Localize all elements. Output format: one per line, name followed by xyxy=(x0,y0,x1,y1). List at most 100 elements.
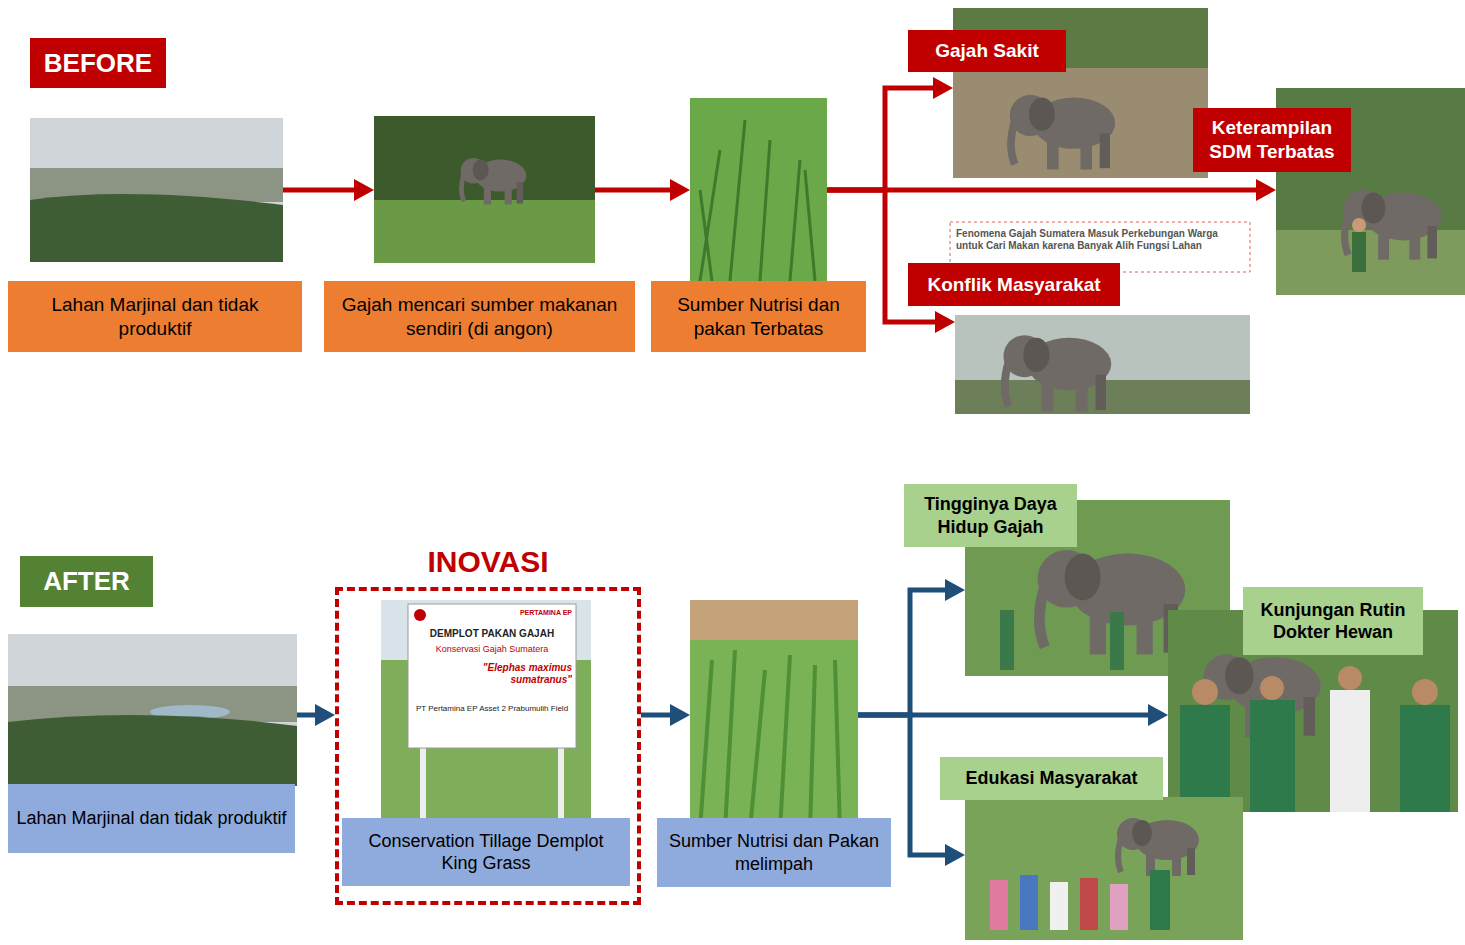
grass xyxy=(374,200,595,263)
landscape-photo xyxy=(8,634,297,786)
step-text: Edukasi Masyarakat xyxy=(965,767,1137,790)
person-head xyxy=(1352,218,1366,232)
elephant-closeup-photo xyxy=(955,315,1250,414)
forest xyxy=(30,194,283,262)
outcome-step: Kunjungan Rutin Dokter Hewan xyxy=(1168,610,1458,812)
caption-box: Konflik Masyarakat xyxy=(908,263,1120,306)
step-text: Kunjungan Rutin Dokter Hewan xyxy=(1251,599,1415,644)
step-text: Keterampilan SDM Terbatas xyxy=(1201,116,1343,164)
child xyxy=(990,880,1008,930)
caption-box: Gajah Sakit xyxy=(908,30,1066,72)
step-text: Lahan Marjinal dan tidak produktif xyxy=(16,807,286,830)
flow-arrow xyxy=(827,188,1258,193)
soil xyxy=(690,600,858,640)
impact-step: Keterampilan SDM Terbatas xyxy=(1276,88,1465,295)
child xyxy=(1110,884,1128,930)
person xyxy=(1110,612,1124,670)
person xyxy=(1352,232,1366,272)
sign-board xyxy=(408,604,576,748)
process-step: Lahan Marjinal dan tidak produktif xyxy=(8,634,297,786)
flow-arrow xyxy=(283,188,356,193)
keeper xyxy=(1150,870,1170,930)
step-text: Sumber Nutrisi dan pakan Terbatas xyxy=(659,293,858,341)
step-text: AFTER xyxy=(43,566,130,597)
person-head xyxy=(1192,679,1218,705)
king-grass-photo xyxy=(690,600,858,830)
elephant xyxy=(1117,818,1199,876)
elephant xyxy=(1010,95,1115,170)
caption-box: Sumber Nutrisi dan Pakan melimpah xyxy=(657,818,891,887)
grass-blades xyxy=(700,120,815,281)
flow-arrow xyxy=(595,188,672,193)
trees xyxy=(374,116,595,263)
step-text: Lahan Marjinal dan tidak produktif xyxy=(16,293,294,341)
elephant xyxy=(1003,335,1111,411)
logo xyxy=(414,609,426,621)
process-step: Lahan Marjinal dan tidak produktif xyxy=(30,118,283,262)
landscape-photo xyxy=(30,118,283,262)
step-text: Konflik Masyarakat xyxy=(927,273,1100,297)
sky xyxy=(8,634,297,786)
flow-arrow xyxy=(297,713,317,718)
caption-box: Keterampilan SDM Terbatas xyxy=(1193,108,1351,172)
elephant xyxy=(461,158,527,204)
step-text: Gajah mencari sumber makanan sendiri (di… xyxy=(332,293,627,341)
process-step: Sumber Nutrisi dan Pakan melimpah xyxy=(690,600,858,830)
vet xyxy=(1330,690,1370,812)
caption-box: Kunjungan Rutin Dokter Hewan xyxy=(1243,587,1423,655)
step-text: Gajah Sakit xyxy=(935,39,1039,63)
grass xyxy=(381,600,591,818)
stage-tag: BEFORE xyxy=(30,38,166,88)
caption-box: Lahan Marjinal dan tidak produktif xyxy=(8,784,295,853)
sign-photo xyxy=(381,600,591,818)
person-head xyxy=(1338,666,1362,690)
person xyxy=(1250,700,1295,812)
sky xyxy=(955,315,1250,414)
caption-box: Conservation Tillage Demplot King Grass xyxy=(342,818,630,886)
grass-photo xyxy=(690,98,827,281)
grass xyxy=(690,600,858,830)
forest xyxy=(8,715,297,786)
frame-heading: INOVASI xyxy=(339,545,637,579)
flow-arrow xyxy=(641,713,672,718)
sign-owner: PT Pertamina EP Asset 2 Prabumulih Field xyxy=(412,704,572,714)
grass-blades xyxy=(700,650,840,830)
caption-box: Lahan Marjinal dan tidak produktif xyxy=(8,281,302,352)
caption-box: Sumber Nutrisi dan pakan Terbatas xyxy=(651,281,866,352)
child xyxy=(1050,882,1068,930)
person xyxy=(1180,705,1230,812)
person-head xyxy=(1412,679,1438,705)
elephant-grazing-photo xyxy=(374,116,595,263)
child xyxy=(1080,878,1098,930)
step-text: Tingginya Daya Hidup Gajah xyxy=(912,493,1069,538)
sign-species: "Elephas maximus sumatranus" xyxy=(436,662,572,686)
education-photo xyxy=(965,797,1243,940)
caption-box: Tingginya Daya Hidup Gajah xyxy=(904,484,1077,547)
caption-box: Gajah mencari sumber makanan sendiri (di… xyxy=(324,281,635,352)
process-step: Gajah mencari sumber makanan sendiri (di… xyxy=(374,116,595,263)
sign-post xyxy=(558,740,564,818)
sign-title: DEMPLOT PAKAN GAJAH xyxy=(410,628,574,640)
impact-step: Konflik Masyarakat xyxy=(955,315,1250,414)
flow-arrow xyxy=(827,88,935,190)
flow-arrow xyxy=(858,590,947,715)
trees xyxy=(965,797,1243,940)
sign-subtitle: Konservasi Gajah Sumatera xyxy=(410,644,574,655)
child xyxy=(1020,875,1038,930)
caption-box: Edukasi Masyarakat xyxy=(940,757,1163,800)
impact-step: Gajah Sakit xyxy=(953,8,1208,178)
sign-logo-text: PERTAMINA EP xyxy=(486,609,572,617)
person xyxy=(1400,705,1450,812)
news-headline: Fenomena Gajah Sumatera Masuk Perkebunga… xyxy=(956,228,1244,252)
outcome-step: Tingginya Daya Hidup Gajah xyxy=(965,500,1230,676)
sky xyxy=(30,118,283,262)
step-text: BEFORE xyxy=(44,48,152,79)
grass xyxy=(690,98,827,281)
stage-tag: AFTER xyxy=(20,556,153,607)
sign-post xyxy=(420,740,426,818)
step-text: Conservation Tillage Demplot King Grass xyxy=(350,830,622,875)
outcome-step: Edukasi Masyarakat xyxy=(965,797,1243,940)
person-head xyxy=(1260,676,1284,700)
step-text: Sumber Nutrisi dan Pakan melimpah xyxy=(665,830,883,875)
person xyxy=(1000,610,1014,670)
